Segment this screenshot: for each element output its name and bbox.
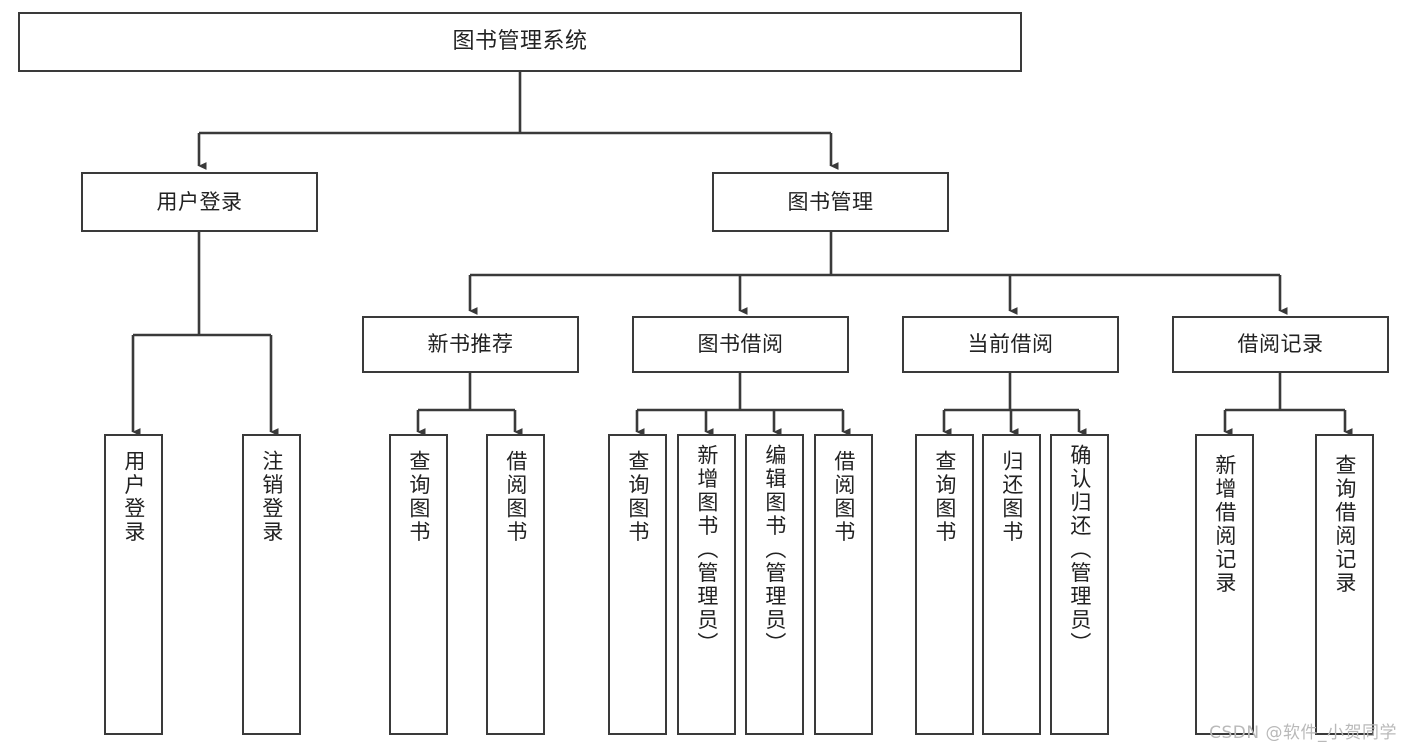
node-leaf-edit-book-label: 编辑图书（管理员）	[762, 444, 787, 656]
node-current-borrow[interactable]: 当前借阅	[902, 316, 1119, 373]
node-leaf-borrow-book-1[interactable]: 借阅图书	[486, 434, 545, 735]
node-leaf-add-record[interactable]: 新增借阅记录	[1195, 434, 1254, 735]
node-leaf-user-login[interactable]: 用户登录	[104, 434, 163, 735]
csdn-watermark: CSDN @软件_小贺同学	[1209, 723, 1397, 743]
node-leaf-confirm-return[interactable]: 确认归还（管理员）	[1050, 434, 1109, 735]
node-user-login-label: 用户登录	[156, 189, 243, 214]
node-borrow-record-label: 借阅记录	[1237, 332, 1324, 357]
node-leaf-user-login-label: 用户登录	[121, 450, 146, 544]
node-new-book-rec-label: 新书推荐	[427, 332, 514, 357]
node-leaf-query-book-3[interactable]: 查询图书	[915, 434, 974, 735]
node-borrow-record[interactable]: 借阅记录	[1172, 316, 1389, 373]
node-leaf-query-record[interactable]: 查询借阅记录	[1315, 434, 1374, 735]
node-book-borrow-label: 图书借阅	[697, 332, 784, 357]
node-leaf-return-book[interactable]: 归还图书	[982, 434, 1041, 735]
node-leaf-query-record-label: 查询借阅记录	[1332, 454, 1357, 595]
node-leaf-query-book-3-label: 查询图书	[932, 450, 957, 544]
node-new-book-rec[interactable]: 新书推荐	[362, 316, 579, 373]
node-leaf-edit-book[interactable]: 编辑图书（管理员）	[745, 434, 804, 735]
node-user-login[interactable]: 用户登录	[81, 172, 318, 232]
node-leaf-query-book-1-label: 查询图书	[406, 450, 431, 544]
node-leaf-return-book-label: 归还图书	[999, 450, 1024, 544]
node-root-label: 图书管理系统	[452, 29, 588, 55]
node-current-borrow-label: 当前借阅	[967, 332, 1054, 357]
node-leaf-query-book-2-label: 查询图书	[625, 450, 650, 544]
node-leaf-borrow-book-2[interactable]: 借阅图书	[814, 434, 873, 735]
node-leaf-add-book-label: 新增图书（管理员）	[694, 444, 719, 656]
node-book-borrow[interactable]: 图书借阅	[632, 316, 849, 373]
node-book-manage[interactable]: 图书管理	[712, 172, 949, 232]
node-leaf-query-book-1[interactable]: 查询图书	[389, 434, 448, 735]
node-leaf-confirm-return-label: 确认归还（管理员）	[1067, 444, 1092, 656]
node-leaf-user-logout-label: 注销登录	[259, 450, 284, 544]
node-leaf-add-book[interactable]: 新增图书（管理员）	[677, 434, 736, 735]
node-leaf-user-logout[interactable]: 注销登录	[242, 434, 301, 735]
node-leaf-add-record-label: 新增借阅记录	[1212, 454, 1237, 595]
node-root[interactable]: 图书管理系统	[18, 12, 1022, 72]
node-book-manage-label: 图书管理	[787, 189, 874, 214]
node-leaf-query-book-2[interactable]: 查询图书	[608, 434, 667, 735]
node-leaf-borrow-book-1-label: 借阅图书	[503, 450, 528, 544]
node-leaf-borrow-book-2-label: 借阅图书	[831, 450, 856, 544]
